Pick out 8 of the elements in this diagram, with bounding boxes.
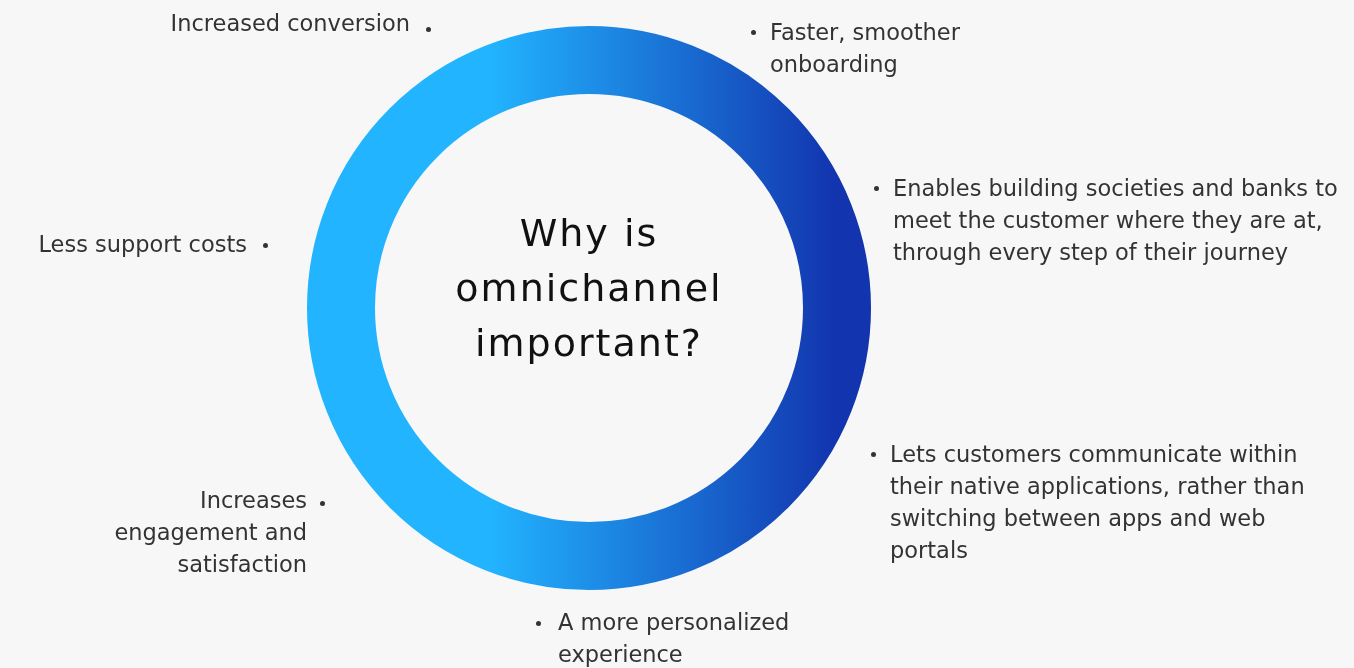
benefit-text: Enables building societies and banks to meet the customer where they are at, through every step of their journey bbox=[893, 174, 1339, 267]
benefit-text: Less support costs bbox=[37, 230, 247, 259]
benefit-text: Increases engagement and satisfaction bbox=[113, 486, 307, 579]
center-title: Why is omnichannel important? bbox=[454, 210, 724, 367]
benefit-text: A more personalized experience bbox=[558, 608, 791, 668]
benefit-text: Increased conversion bbox=[169, 9, 410, 38]
benefit-text: Lets customers communicate within their native applications, rather than switching between apps and web portals bbox=[890, 440, 1306, 565]
benefit-text: Faster, smoother onboarding bbox=[770, 18, 961, 79]
